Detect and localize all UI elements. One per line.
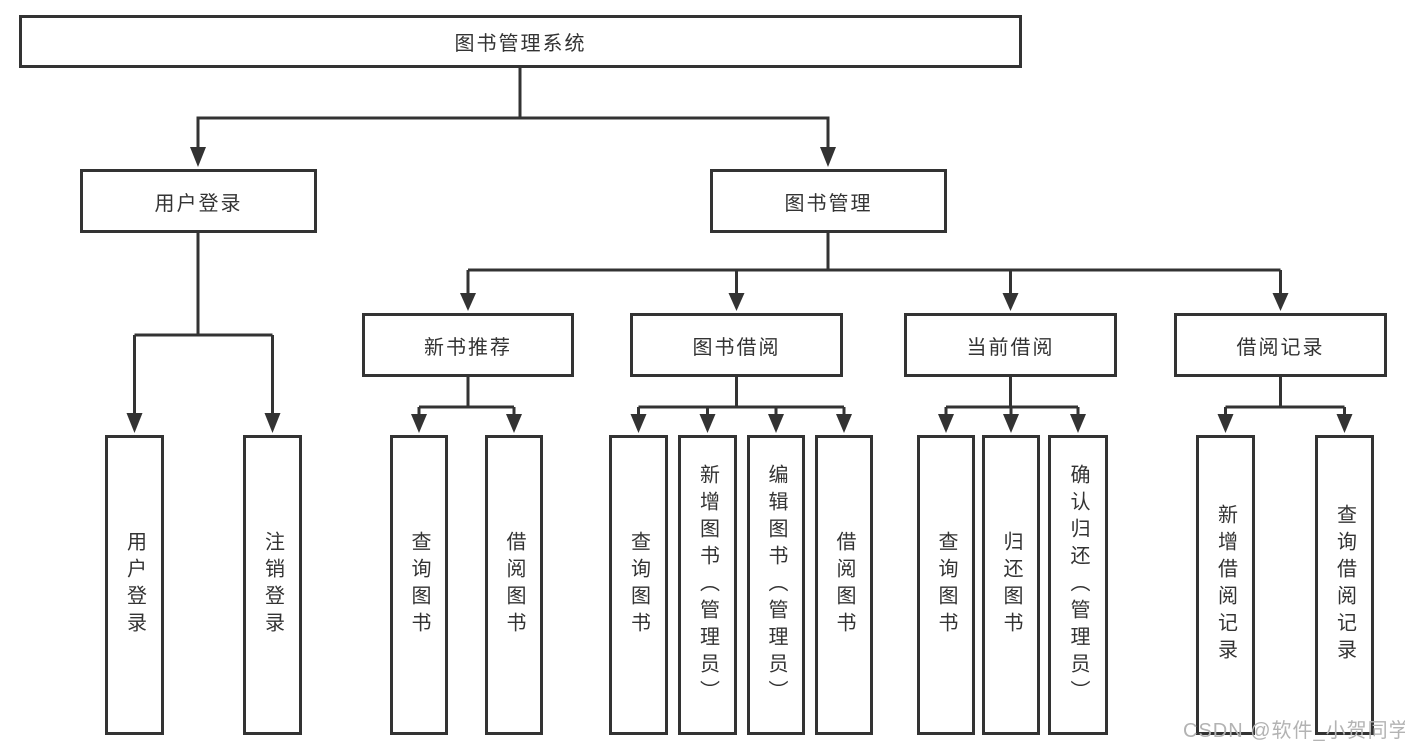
leaf-label: 查询借阅记录	[1333, 504, 1356, 666]
arrowhead-leaf-query-record	[1336, 414, 1353, 433]
leaf-borrow-books-2: 借阅图书	[815, 435, 873, 735]
leaf-label: 查询图书	[935, 531, 957, 639]
arrowhead-leaf-edit-book	[768, 414, 784, 433]
branch-new-book-group	[417, 377, 516, 418]
node-book-management: 图书管理	[710, 169, 947, 233]
arrowhead-leaf-query-books-1	[411, 414, 427, 433]
leaf-label: 查询图书	[627, 531, 650, 639]
watermark-text: CSDN @软件_小贺同学	[1183, 720, 1405, 742]
branch-book-management-group	[466, 233, 1282, 296]
connector-lines	[133, 68, 1346, 418]
leaf-query-books-1: 查询图书	[390, 435, 448, 735]
node-library-management-system: 图书管理系统	[19, 15, 1022, 68]
leaf-label: 借阅图书	[503, 531, 525, 639]
leaf-query-borrow-record: 查询借阅记录	[1315, 435, 1374, 735]
arrowhead-leaf-add-record	[1217, 414, 1234, 433]
leaf-confirm-return-admin: 确认归还（管理员）	[1048, 435, 1108, 735]
leaf-query-books-2: 查询图书	[609, 435, 668, 735]
arrowhead-user-login	[190, 147, 206, 167]
leaf-label: 注销登录	[261, 531, 284, 639]
node-user-login: 用户登录	[80, 169, 317, 233]
arrowheads	[126, 147, 1353, 433]
leaf-borrow-books-1: 借阅图书	[485, 435, 543, 735]
arrowhead-leaf-query-books-3	[938, 414, 954, 433]
arrowhead-book-management	[820, 147, 836, 167]
leaf-label: 新增图书（管理员）	[696, 463, 719, 707]
leaf-edit-book-admin: 编辑图书（管理员）	[747, 435, 805, 735]
arrowhead-book-borrow	[728, 293, 745, 311]
node-label: 新书推荐	[424, 336, 512, 359]
node-label: 图书管理	[784, 192, 873, 215]
arrowhead-current-borrow	[1002, 293, 1019, 311]
leaf-label: 用户登录	[123, 531, 146, 639]
node-book-borrow: 图书借阅	[630, 313, 843, 377]
leaf-label: 查询图书	[408, 531, 430, 639]
leaf-user-login: 用户登录	[105, 435, 164, 735]
leaf-add-borrow-record: 新增借阅记录	[1196, 435, 1255, 735]
branch-user-login-group	[133, 233, 274, 416]
leaf-label: 借阅图书	[833, 531, 855, 639]
leaf-label: 新增借阅记录	[1214, 504, 1237, 666]
leaf-query-books-3: 查询图书	[917, 435, 975, 735]
node-label: 用户登录	[154, 192, 243, 215]
leaf-return-books: 归还图书	[982, 435, 1040, 735]
node-current-borrow: 当前借阅	[904, 313, 1117, 377]
arrowhead-leaf-borrow-books-2	[836, 414, 852, 433]
node-label: 当前借阅	[966, 336, 1055, 359]
node-label: 借阅记录	[1236, 336, 1325, 359]
leaf-label: 归还图书	[1000, 531, 1022, 639]
branch-borrow-record-group	[1224, 377, 1346, 418]
arrowhead-leaf-return-books	[1003, 414, 1019, 433]
arrowhead-leaf-query-books-2	[630, 414, 647, 433]
node-borrow-records: 借阅记录	[1174, 313, 1387, 377]
node-label: 图书借阅	[692, 336, 781, 359]
leaf-add-book-admin: 新增图书（管理员）	[678, 435, 737, 735]
arrowhead-leaf-user-login	[126, 413, 143, 433]
branch-current-borrow-group	[944, 377, 1080, 418]
node-label: 图书管理系统	[454, 33, 587, 55]
leaf-label: 确认归还（管理员）	[1067, 463, 1089, 707]
leaf-label: 编辑图书（管理员）	[765, 463, 787, 707]
arrowhead-leaf-logout	[264, 413, 281, 433]
branch-level2	[196, 116, 830, 150]
branch-book-borrow-group	[637, 377, 846, 418]
leaf-logout: 注销登录	[243, 435, 302, 735]
arrowhead-leaf-borrow-books-1	[506, 414, 522, 433]
arrowhead-leaf-confirm-return	[1070, 414, 1086, 433]
arrowhead-leaf-add-book	[699, 414, 716, 433]
arrowhead-new-book	[460, 293, 476, 311]
arrowhead-borrow-record	[1272, 293, 1289, 311]
node-new-book-recommend: 新书推荐	[362, 313, 574, 377]
